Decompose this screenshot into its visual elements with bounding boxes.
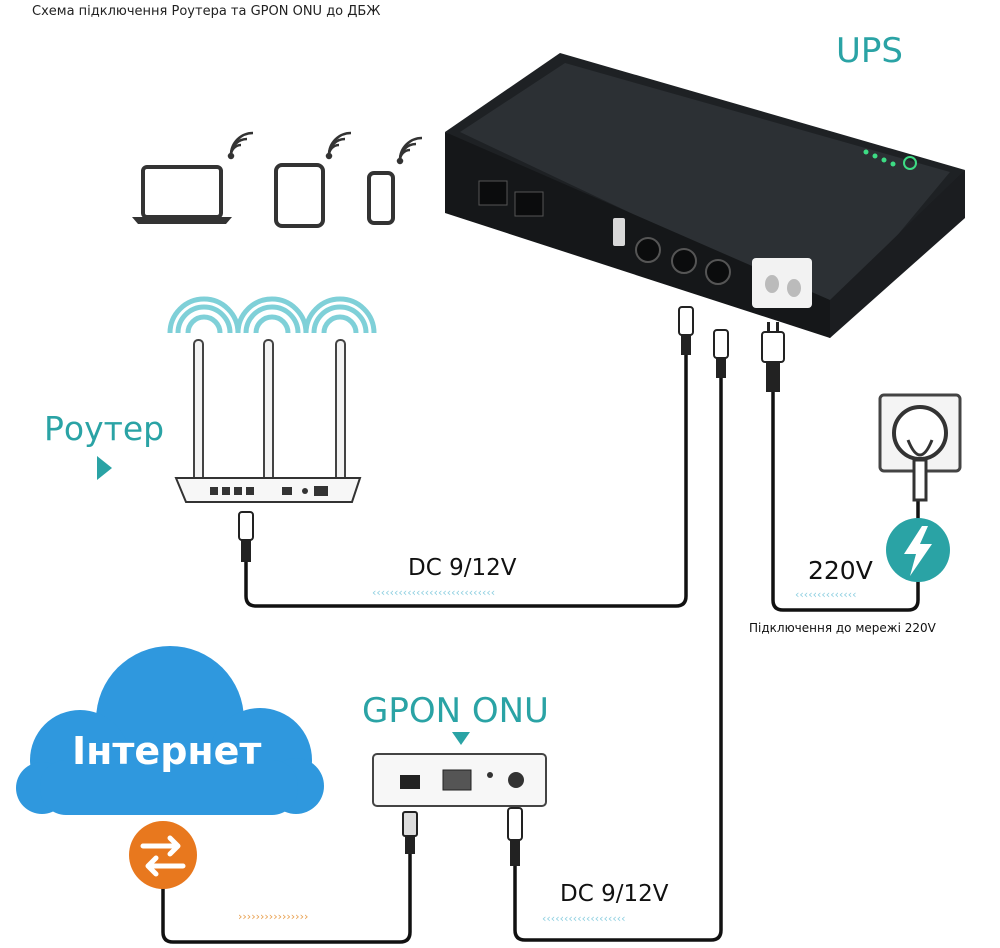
voltage-label: 220V	[808, 556, 873, 585]
gpon-pointer-icon	[452, 732, 470, 745]
dc-plug-icon	[678, 306, 694, 355]
fiber-cable	[161, 854, 412, 944]
dash-arrows: ‹‹‹‹‹‹‹‹‹‹‹‹‹‹‹‹‹‹‹	[542, 912, 626, 925]
dc-plug-icon	[713, 329, 729, 378]
router-wifi-waves	[167, 296, 377, 334]
dash-arrows: ››››››››››››››››	[238, 910, 308, 923]
fiber-connector-icon	[402, 811, 418, 854]
tablet-icon	[274, 163, 325, 228]
smartphone-icon	[367, 171, 395, 225]
wall-socket-icon	[878, 393, 962, 502]
onu-power-cable	[513, 376, 723, 942]
router-pointer-icon	[97, 456, 112, 480]
router-device	[174, 339, 362, 503]
ups-device	[445, 53, 965, 338]
dash-arrows: ‹‹‹‹‹‹‹‹‹‹‹‹‹‹‹‹‹‹‹‹‹‹‹‹‹‹‹‹	[372, 586, 495, 599]
mains-cable	[771, 392, 920, 612]
dash-arrows: ‹‹‹‹‹‹‹‹‹‹‹‹‹‹	[795, 588, 857, 601]
lightning-icon	[886, 518, 950, 582]
wifi-icon	[227, 131, 254, 160]
dc-plug-icon	[507, 807, 523, 866]
ups-label: UPS	[836, 31, 903, 71]
power-plug-icon	[761, 322, 785, 392]
dc-plug-icon	[238, 511, 254, 562]
mains-caption: Підключення до мережі 220V	[749, 621, 937, 635]
dc-bottom-label: DC 9/12V	[560, 881, 669, 907]
onu-device	[372, 753, 547, 807]
internet-cloud-icon	[16, 646, 324, 815]
wifi-icon	[325, 131, 352, 160]
laptop-icon	[132, 165, 232, 224]
router-label: Роутер	[44, 409, 164, 448]
gpon-label: GPON ONU	[362, 691, 549, 731]
wifi-icon	[396, 136, 423, 165]
dc-top-label: DC 9/12V	[408, 555, 517, 581]
exchange-icon	[129, 821, 197, 889]
diagram-caption: Схема підключення Роутера та GPON ONU до…	[32, 4, 380, 19]
router-power-cable	[244, 352, 688, 608]
internet-label: Інтернет	[72, 729, 261, 773]
